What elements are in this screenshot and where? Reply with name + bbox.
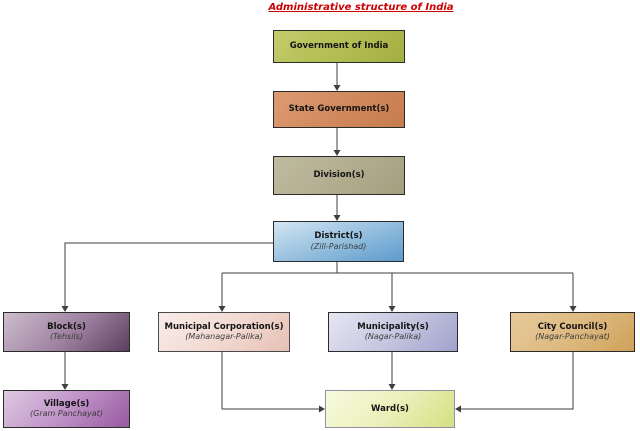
node-sublabel: (Nagar-Palika) [364,332,422,342]
arrowhead-district-municipal-corporation [218,306,226,312]
arrowhead-state-division [333,150,341,156]
node-sublabel: (Nagar-Panchayat) [535,332,610,342]
arrowhead-district-block [61,306,69,312]
node-label: City Council(s) [537,321,608,332]
node-sublabel: (Zill-Parishad) [310,241,367,251]
arrowhead-district-city-council [569,306,577,312]
node-state-government: State Government(s) [273,91,405,128]
node-division: Division(s) [273,156,405,195]
node-municipal-corporation: Municipal Corporation(s) (Mahanagar-Pali… [158,312,290,352]
node-village: Village(s) (Gram Panchayat) [3,390,130,428]
node-label: Village(s) [43,398,90,409]
arrowhead-municipal-corporation-ward [319,405,325,413]
arrowhead-gov-state [333,85,341,91]
node-label: Government of India [289,41,389,52]
node-sublabel: (Gram Panchayat) [30,409,103,419]
node-label: Ward(s) [371,403,409,414]
node-label: Municipality(s) [357,321,429,332]
node-label: State Government(s) [288,104,390,115]
diagram-title: Administrative structure of India [268,2,454,13]
node-city-council: City Council(s) (Nagar-Panchayat) [510,312,635,352]
arrowhead-city-council-ward [455,405,461,413]
node-sublabel: (Mahanagar-Palika) [185,332,263,342]
node-district: District(s) (Zill-Parishad) [273,221,404,262]
node-label: Municipal Corporation(s) [164,321,284,332]
node-ward: Ward(s) [325,390,455,428]
arrowhead-division-district [333,215,341,221]
arrowhead-block-village [61,384,69,390]
node-municipality: Municipality(s) (Nagar-Palika) [328,312,458,352]
arrowhead-district-municipality [388,306,396,312]
node-government-of-india: Government of India [273,30,405,63]
node-label: Block(s) [47,321,86,332]
node-label: District(s) [314,231,363,242]
node-block: Block(s) (Tehsils) [3,312,130,352]
arrowhead-municipality-ward [388,384,396,390]
node-label: Division(s) [313,170,365,181]
node-sublabel: (Tehsils) [50,332,83,342]
